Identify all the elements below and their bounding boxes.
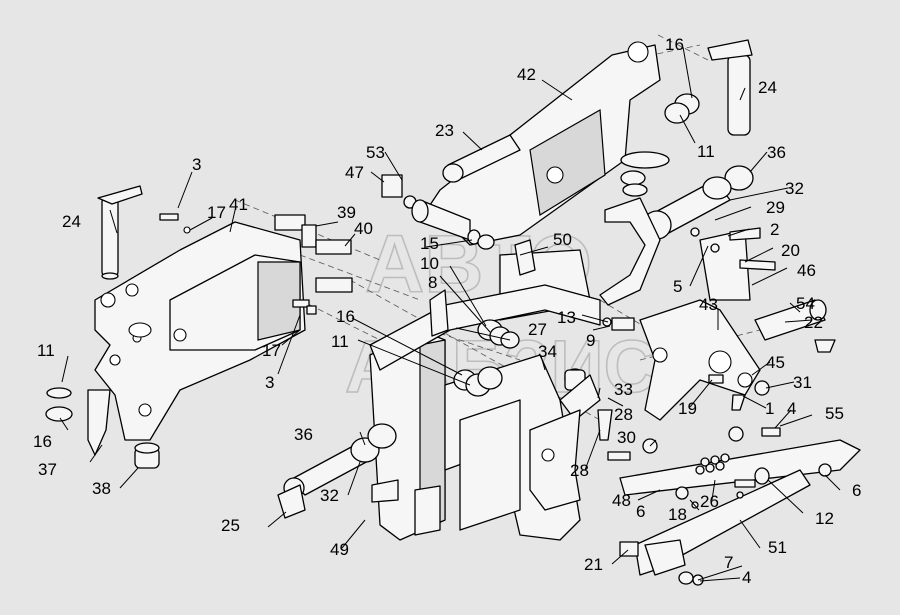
callout-39: 39 xyxy=(337,203,356,222)
callout-16: 16 xyxy=(33,432,52,451)
callout-11-mid: 11 xyxy=(331,332,349,351)
callout-33: 33 xyxy=(614,380,633,399)
upper-arm-42 xyxy=(429,41,670,246)
bushing-left-stack xyxy=(45,387,160,469)
pin-23 xyxy=(442,134,521,183)
callout-25: 25 xyxy=(221,516,240,535)
callout-20: 20 xyxy=(781,241,800,260)
callout-42: 42 xyxy=(517,65,536,84)
callout-46: 46 xyxy=(797,261,816,280)
callout-18: 18 xyxy=(668,505,687,524)
left-bracket-41 xyxy=(94,221,306,441)
callout-21: 21 xyxy=(584,555,603,574)
bolt-17-3-center xyxy=(292,299,317,315)
callout-4: 4 xyxy=(787,399,796,418)
bushing-47-53 xyxy=(381,174,495,250)
callout-6: 6 xyxy=(636,502,645,521)
pin-22-54 xyxy=(754,299,836,353)
callout-43: 43 xyxy=(699,295,718,314)
callout-5: 5 xyxy=(673,277,682,296)
pin-24-right xyxy=(664,39,754,191)
callout-36-top: 36 xyxy=(767,143,786,162)
callout-36: 36 xyxy=(294,425,313,444)
callout-32-top: 32 xyxy=(785,179,804,198)
callout-15: 15 xyxy=(420,234,439,253)
callout-45: 45 xyxy=(766,353,785,372)
callout-1: 1 xyxy=(765,399,774,418)
plates-39-40 xyxy=(274,214,353,293)
small-parts-19-1 xyxy=(708,374,746,411)
callout-8: 8 xyxy=(428,273,437,292)
callout-49: 49 xyxy=(330,540,349,559)
bushing-34-mid xyxy=(559,317,635,421)
callout-16-mid: 16 xyxy=(336,307,355,326)
callout-24-right: 24 xyxy=(758,78,777,97)
callout-labels: 3 17 41 39 40 24 11 16 37 38 17 3 42 23 … xyxy=(33,35,861,587)
callout-53: 53 xyxy=(366,143,385,162)
callout-13: 13 xyxy=(557,308,576,327)
callout-47: 47 xyxy=(345,163,364,182)
callout-48: 48 xyxy=(612,491,631,510)
callout-3: 3 xyxy=(192,155,201,174)
sleeve-32-right xyxy=(642,176,732,240)
callout-11-top: 11 xyxy=(697,142,715,161)
bolts-30-6-18 xyxy=(607,438,770,509)
callout-40: 40 xyxy=(354,219,373,238)
callout-34: 34 xyxy=(538,342,557,361)
pin-24-left xyxy=(97,185,143,280)
link-arm-diagonal xyxy=(369,284,601,371)
callout-7: 7 xyxy=(724,553,733,572)
callout-31: 31 xyxy=(793,373,812,392)
callout-30: 30 xyxy=(617,428,636,447)
callout-11: 11 xyxy=(37,341,55,360)
pin-25-32-36 xyxy=(277,423,397,519)
bar-51 xyxy=(619,469,811,586)
callout-54: 54 xyxy=(796,294,815,313)
callout-37: 37 xyxy=(38,460,57,479)
callout-12: 12 xyxy=(815,509,834,528)
callout-32: 32 xyxy=(320,486,339,505)
callout-2: 2 xyxy=(770,220,779,239)
bar-48 xyxy=(619,426,861,496)
callout-50: 50 xyxy=(553,230,572,249)
callout-24: 24 xyxy=(62,212,81,231)
callout-28: 28 xyxy=(614,405,633,424)
callout-3-center: 3 xyxy=(265,373,274,392)
frame-49 xyxy=(369,329,581,541)
callout-16-top: 16 xyxy=(665,35,684,54)
callout-6-right: 6 xyxy=(852,481,861,500)
callout-55: 55 xyxy=(825,404,844,423)
callout-17: 17 xyxy=(207,203,226,222)
callout-10: 10 xyxy=(420,254,439,273)
callout-41: 41 xyxy=(229,195,248,214)
callout-38: 38 xyxy=(92,479,111,498)
rings-16-11-mid xyxy=(453,366,503,397)
callout-23: 23 xyxy=(435,121,454,140)
callout-19: 19 xyxy=(678,399,697,418)
bolt-3-left xyxy=(159,213,191,234)
callout-28-lower: 28 xyxy=(570,461,589,480)
leader-lines xyxy=(59,46,841,582)
callout-51: 51 xyxy=(768,538,787,557)
callout-26: 26 xyxy=(700,492,719,511)
callout-4-lower: 4 xyxy=(742,568,751,587)
callout-9: 9 xyxy=(586,331,595,350)
callout-22: 22 xyxy=(804,313,823,332)
callout-29: 29 xyxy=(766,198,785,217)
callout-27: 27 xyxy=(528,320,547,339)
plate-28 xyxy=(529,409,613,511)
lever-assembly-43 xyxy=(599,197,776,421)
callout-17-center: 17 xyxy=(262,341,281,360)
